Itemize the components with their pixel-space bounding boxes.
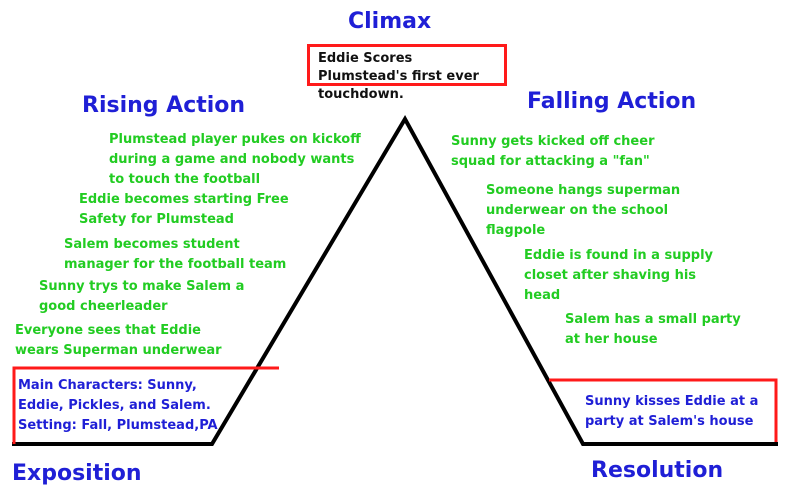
- resolution-details: Sunny kisses Eddie at a party at Salem's…: [585, 392, 758, 432]
- falling-action-heading: Falling Action: [527, 89, 697, 114]
- rising-event: Everyone sees that Eddie wears Superman …: [15, 323, 222, 358]
- resolution-line: Sunny kisses Eddie at a: [585, 394, 759, 409]
- climax-event-box: Eddie Scores Plumstead's first ever touc…: [307, 44, 507, 102]
- climax-heading: Climax: [348, 9, 432, 34]
- exposition-heading: Exposition: [12, 461, 142, 486]
- rising-event: Eddie becomes starting Free Safety for P…: [79, 192, 289, 227]
- rising-event: Salem becomes student manager for the fo…: [64, 237, 287, 272]
- exposition-line: Setting: Fall, Plumstead,PA: [18, 418, 218, 433]
- resolution-heading: Resolution: [591, 458, 724, 483]
- exposition-line: Main Characters: Sunny,: [18, 378, 197, 393]
- resolution-line: party at Salem's house: [585, 414, 754, 429]
- rising-event: Plumstead player pukes on kickoff during…: [109, 132, 361, 187]
- rising-action-heading: Rising Action: [82, 93, 246, 118]
- rising-event: Sunny trys to make Salem a good cheerlea…: [39, 279, 245, 314]
- falling-event: Sunny gets kicked off cheer squad for at…: [451, 134, 655, 169]
- exposition-details: Main Characters: Sunny, Eddie, Pickles, …: [18, 376, 218, 436]
- exposition-line: Eddie, Pickles, and Salem.: [18, 398, 211, 413]
- falling-event: Eddie is found in a supply closet after …: [524, 248, 714, 303]
- falling-event: Salem has a small party at her house: [565, 312, 741, 347]
- falling-event: Someone hangs superman underwear on the …: [486, 183, 681, 238]
- plot-line: [12, 114, 778, 446]
- exposition-highlight: [12, 366, 279, 444]
- resolution-highlight: [549, 378, 778, 442]
